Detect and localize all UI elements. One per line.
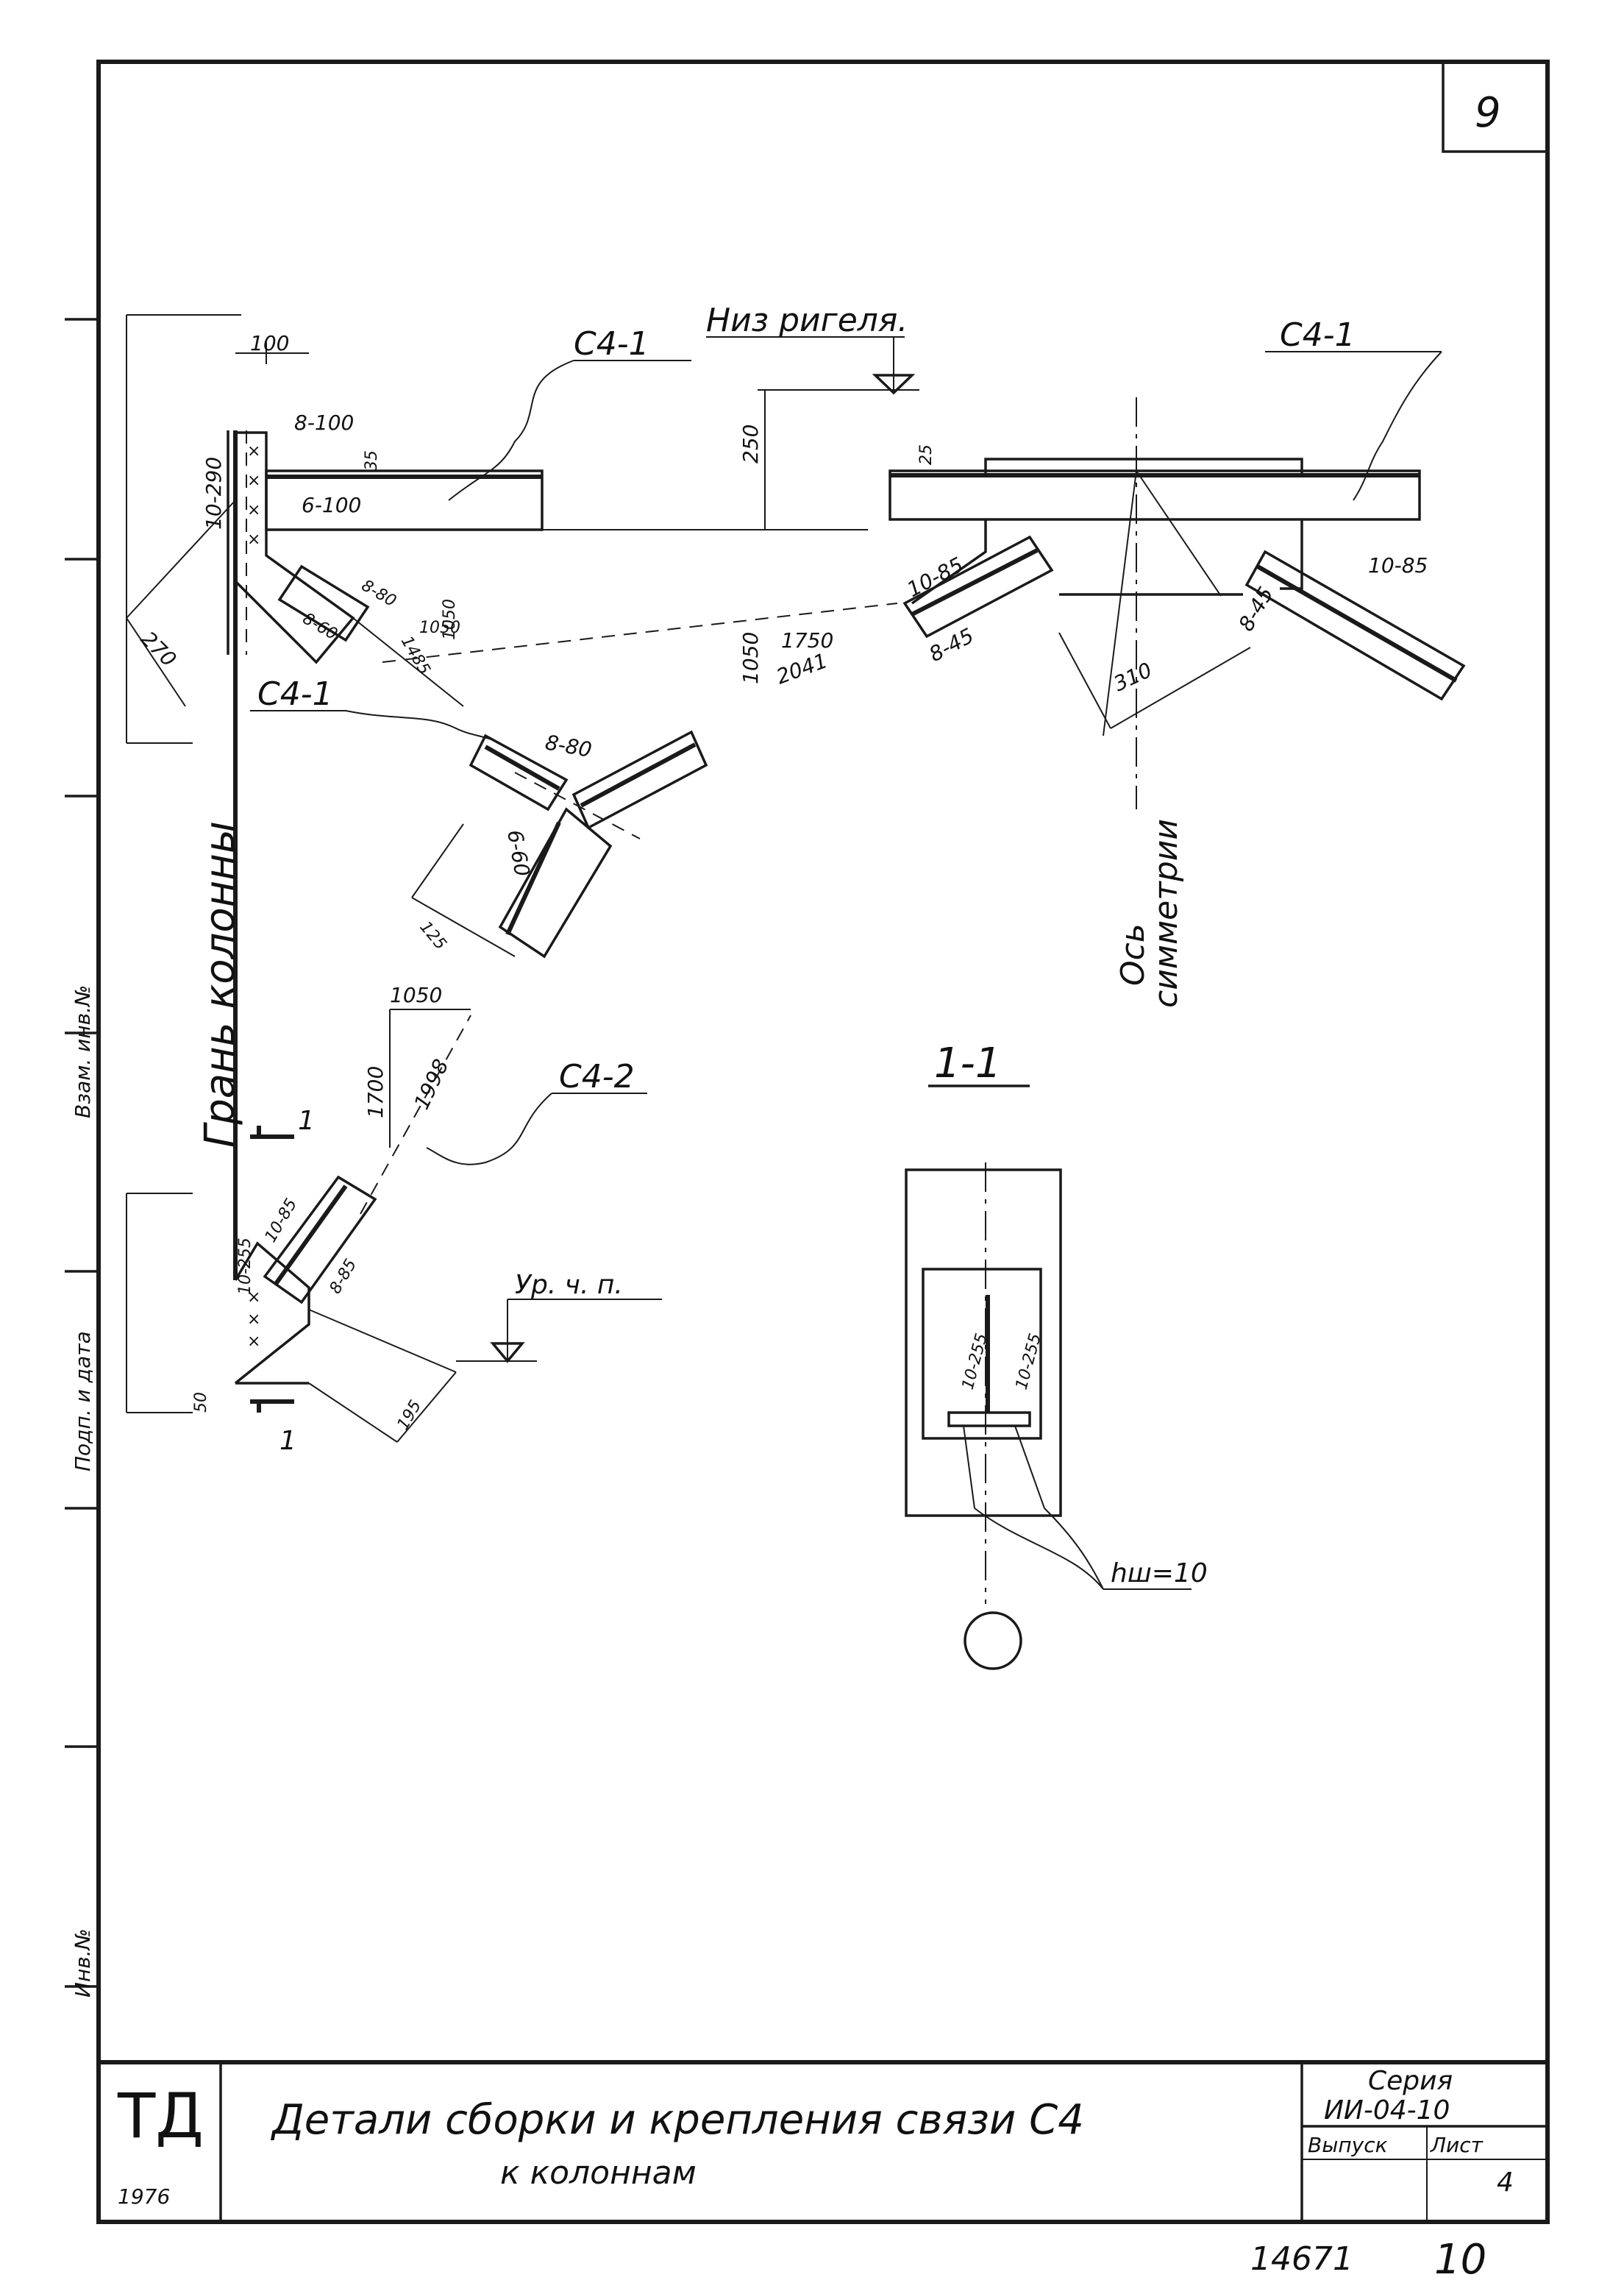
dim-125: 125 [416,918,449,954]
dim-50: 50 [192,1392,210,1413]
dim-270: 270 [136,627,181,672]
stamp-page: 10 [1434,2236,1486,2284]
series-label: Серия [1368,2066,1453,2096]
sheet-label: Лист [1430,2133,1484,2157]
title-block: ТД 1976 Детали сборки и крепления связи … [117,2062,1548,2222]
floor-level-label: Ур. ч. п. [515,1270,623,1300]
margin-notes: Инв.№ Подп. и дата Взам. инв.№ [71,985,95,1998]
c4-1-left-callout: С4-1 [448,325,691,501]
dim-8-100: 8-100 [294,411,354,435]
dim-1998: 1998 [409,1055,453,1113]
dim-10-85-c: 10-85 [262,1196,302,1246]
td-logo: ТД [117,2080,204,2152]
dim-1700: 1700 [363,1066,388,1118]
sheet-number: 9 [1475,89,1501,137]
svg-text:×: × [247,442,260,461]
svg-text:×: × [247,1288,260,1307]
dim-250: 250 [738,425,763,464]
top-left-node: × × × × [126,314,868,744]
c4-1-mid-label: С4-1 [257,675,333,713]
column-face-label: Грань колонны [196,821,244,1148]
section-1-1-title: 1-1 [934,1040,1001,1087]
section-mark-bottom: 1 [279,1426,296,1456]
sheet-frame [96,60,1550,2224]
middle-splice-node [382,603,898,959]
dim-35: 35 [363,450,381,471]
c4-1-mid-callout: С4-1 [250,675,501,744]
c4-1-right-label: С4-1 [1280,316,1356,354]
title-year: 1976 [118,2184,170,2209]
svg-text:×: × [247,501,260,519]
dim-310: 310 [1110,658,1155,696]
c4-1-right-callout: С4-1 [1265,316,1442,501]
margin-note-1: Инв.№ [71,1928,95,1998]
series-value: ИИ-04-10 [1324,2095,1450,2126]
dim-10-290: 10-290 [202,457,226,530]
lower-brace: С4-2 [360,1009,647,1215]
title-line-1: Детали сборки и крепления связи С4 [270,2096,1084,2144]
dim-6-60: 6-60 [502,828,535,878]
issue-label: Выпуск [1308,2133,1388,2157]
dim-1050-d: 1050 [390,983,442,1007]
svg-text:×: × [247,530,260,549]
dim-1050-b: 1050 [441,599,459,640]
svg-text:×: × [247,472,260,490]
svg-text:×: × [247,1310,260,1329]
dim-8-45-a: 8-45 [925,623,978,667]
stamp-number: 14671 [1250,2240,1353,2278]
c4-2-label: С4-2 [559,1058,635,1095]
dim-10-85-a: 10-85 [903,553,967,602]
bottom-of-beam-callout: Низ ригеля. [706,302,919,530]
dim-8-45-b: 8-45 [1233,583,1278,636]
dim-1750: 1750 [781,628,833,653]
dim-10-85-b: 10-85 [1368,553,1428,578]
symmetry-axis-label-1: Ось [1114,923,1152,986]
dim-1050-a: 1050 [419,619,460,637]
bottom-of-beam-label: Низ ригеля. [706,302,908,339]
weld-note: hш=10 [1111,1558,1208,1588]
sheet-value: 4 [1497,2167,1514,2198]
symmetry-axis-label-2: симметрии [1147,819,1185,1008]
bottom-left-node: 1 1 × × × [126,1106,457,1456]
section-mark-top: 1 [298,1106,315,1136]
c4-1-left-label: С4-1 [574,325,649,363]
section-1-1: 1-1 hш=10 [905,1040,1208,1670]
dimensions: 100 8-100 6-100 10-290 270 8-80 8-60 105… [136,331,1428,1433]
floor-level-callout: Ур. ч. п. [456,1270,662,1363]
margin-note-2: Подп. и дата [71,1331,95,1471]
dim-8-80-b: 8-80 [544,730,594,762]
title-line-2: к колоннам [500,2154,697,2192]
top-right-node [888,397,1466,809]
dim-6-100: 6-100 [302,493,361,517]
svg-text:×: × [247,1332,260,1351]
dim-25: 25 [917,444,936,465]
margin-ticks [65,318,99,1988]
column-face: Грань колонны [196,430,247,1280]
sheet-number-box: 9 [1442,60,1549,153]
dim-2041: 2041 [773,648,830,689]
dim-10-255-a: 10-255 [236,1237,254,1295]
dim-1050-c: 1050 [738,632,763,684]
margin-note-3: Взам. инв.№ [71,985,95,1118]
dim-1485: 1485 [397,633,434,678]
dim-100: 100 [250,331,289,355]
